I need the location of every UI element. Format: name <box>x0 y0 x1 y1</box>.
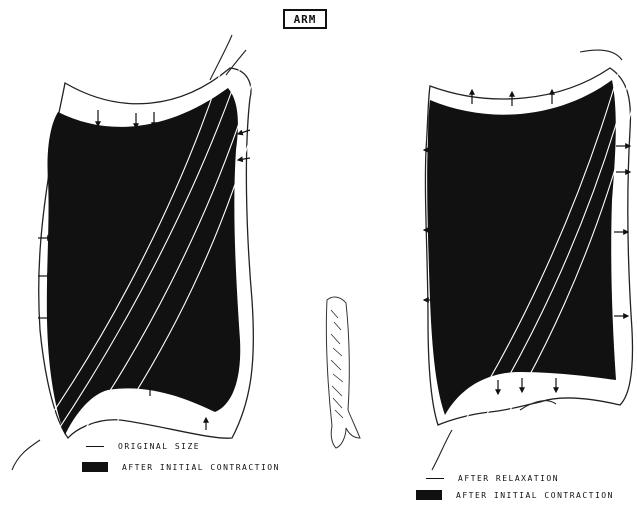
bone-line-outer <box>210 35 232 80</box>
legend-initial-contraction: AFTER INITIAL CONTRACTION <box>416 490 614 500</box>
bone-line-outer <box>580 50 622 60</box>
bone-line-outer <box>12 440 40 470</box>
after-contraction-fill <box>47 88 240 435</box>
left-panel <box>12 35 262 488</box>
arm-outline <box>326 297 360 448</box>
arrow-inward <box>238 130 250 134</box>
legend-initial-contraction: AFTER INITIAL CONTRACTION <box>82 462 280 472</box>
arm-sketch <box>326 297 360 448</box>
outline-swatch <box>426 478 444 479</box>
legend-original-size: ORIGINAL SIZE <box>86 442 200 451</box>
legend-after-relaxation: AFTER RELAXATION <box>426 474 559 483</box>
legend-label: AFTER RELAXATION <box>458 474 559 483</box>
legend-label: AFTER INITIAL CONTRACTION <box>122 463 280 472</box>
bone-line-outer <box>432 430 452 470</box>
fill-swatch <box>82 462 108 472</box>
outline-swatch <box>86 446 104 447</box>
fill-swatch <box>416 490 442 500</box>
legend-label: AFTER INITIAL CONTRACTION <box>456 491 614 500</box>
bone-line-outer <box>226 50 246 75</box>
legend-label: ORIGINAL SIZE <box>118 442 200 451</box>
right-panel <box>424 50 634 485</box>
